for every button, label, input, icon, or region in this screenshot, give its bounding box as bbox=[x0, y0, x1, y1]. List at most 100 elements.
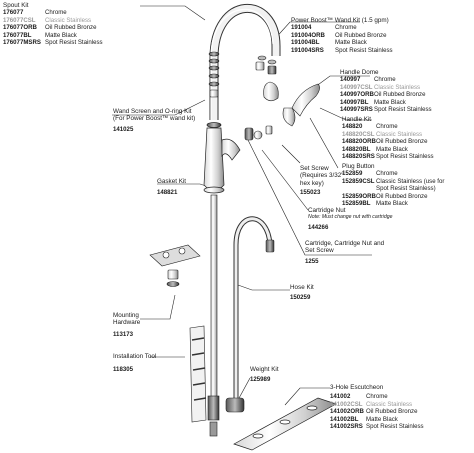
part-row: 191004 Chrome bbox=[291, 24, 393, 31]
part-finish: Matte Black bbox=[45, 31, 77, 39]
set-screw-title-3: hex key) bbox=[300, 179, 324, 187]
leader-hose bbox=[237, 284, 290, 291]
part-number: 141002 bbox=[330, 393, 351, 401]
part-finish: Spot Resist Stainless bbox=[366, 423, 424, 431]
part-number: 141002BL bbox=[330, 415, 359, 423]
part-row: 148820CSLClassic Stainless bbox=[342, 131, 434, 138]
part-number: 152859 bbox=[342, 170, 363, 178]
cartridge-nut-note: Note: Must change nut with cartridge bbox=[308, 214, 393, 221]
hose-kit-label: Hose Kit 150259 bbox=[290, 284, 314, 302]
set-screw-title-2: (Requires 3/32" bbox=[300, 172, 344, 180]
install-tool-number: 118305 bbox=[113, 366, 133, 374]
part-number: 152859BL bbox=[342, 200, 371, 208]
leader-cartridge bbox=[247, 139, 372, 256]
part-finish: Matte Black bbox=[374, 98, 406, 106]
part-finish: Chrome bbox=[374, 76, 396, 84]
faucet-body bbox=[203, 122, 241, 194]
part-number: 152859ORB bbox=[342, 192, 376, 200]
mounting-hardware-label: Mounting Hardware 113173 bbox=[113, 312, 140, 338]
leader-handle-kit bbox=[319, 107, 372, 121]
part-number: 176077MSRS bbox=[3, 39, 41, 47]
part-number: 140997CSL bbox=[340, 83, 373, 91]
part-finish: Spot Resist Stainless bbox=[45, 39, 103, 47]
leader-set-screw bbox=[281, 144, 301, 164]
part-number: 176077BL bbox=[3, 31, 32, 39]
weight-kit-title: Weight Kit bbox=[250, 366, 279, 373]
part-row: 140997 Chrome bbox=[340, 76, 432, 83]
part-row: 191004SRS Spot Resist Stainless bbox=[291, 47, 393, 54]
part-finish: Matte Black bbox=[376, 200, 408, 208]
part-finish: Oil Rubbed Bronze bbox=[366, 408, 418, 416]
part-number: 140997ORB bbox=[340, 91, 374, 99]
leader-escutcheon bbox=[284, 387, 330, 406]
leader-spout bbox=[140, 5, 206, 21]
escutcheon-title: 3-Hole Escutcheon bbox=[330, 384, 384, 391]
leader-plug bbox=[309, 117, 339, 169]
spout-kit-title: Spout Kit bbox=[3, 2, 29, 9]
part-number: 176077ORB bbox=[3, 24, 37, 32]
wand-part bbox=[255, 55, 277, 75]
gasket-kit-number: 148821 bbox=[157, 189, 178, 197]
handle-kit-title: Handle Kit bbox=[342, 116, 372, 123]
cartridge-kit-number: 1255 bbox=[305, 257, 319, 265]
part-row: 152859BL Matte Black bbox=[342, 200, 444, 207]
part-number: 191004ORB bbox=[291, 31, 325, 39]
part-finish: Oil Rubbed Bronze bbox=[45, 24, 97, 32]
set-screw-title-1: Set Screw bbox=[300, 165, 329, 172]
wand-screen-label: Wand Screen and O-ring Kit (For Power Bo… bbox=[113, 108, 195, 133]
cartridge-kit-label: Cartridge, Cartridge Nut and Set Screw 1… bbox=[305, 240, 384, 265]
installation-tool-part bbox=[189, 325, 207, 423]
cartridge-kit-title-2: Set Screw bbox=[305, 247, 334, 255]
part-number: 148820 bbox=[342, 123, 363, 131]
gasket-kit-label: Gasket Kit 148821 bbox=[157, 178, 186, 197]
part-finish: Matte Black bbox=[335, 39, 367, 47]
part-finish: Chrome bbox=[335, 24, 357, 32]
part-number: 140997SRS bbox=[340, 106, 373, 114]
part-number: 141002CSL bbox=[330, 400, 363, 408]
part-row: 140997ORBOil Rubbed Bronze bbox=[340, 91, 432, 98]
part-finish: Spot Resist Stainless bbox=[374, 106, 432, 114]
part-number: 191004 bbox=[291, 24, 312, 32]
part-number: 140997BL bbox=[340, 98, 369, 106]
spout-part bbox=[209, 4, 281, 120]
shank-rod bbox=[207, 194, 220, 437]
part-row: 176077BL Matte Black bbox=[3, 32, 103, 39]
part-row: 176077MSRS Spot Resist Stainless bbox=[3, 39, 103, 46]
hose-kit-number: 150259 bbox=[290, 294, 311, 302]
part-finish: Chrome bbox=[45, 9, 67, 17]
part-finish: Spot Resist Stainless bbox=[376, 153, 434, 161]
part-finish: Chrome bbox=[366, 393, 388, 401]
set-screw-number: 155023 bbox=[300, 189, 321, 197]
part-finish: Classic Stainless bbox=[374, 83, 421, 91]
escutcheon-part bbox=[233, 397, 337, 451]
install-tool-title: Installation Tool bbox=[113, 353, 157, 360]
part-number: 191004SRS bbox=[291, 46, 324, 54]
cartridge-nut-title: Cartridge Nut bbox=[308, 207, 346, 214]
part-row: 140997SRSSpot Resist Stainless bbox=[340, 106, 432, 113]
hose-kit-title: Hose Kit bbox=[290, 284, 314, 291]
leader-mounting bbox=[140, 294, 176, 320]
part-finish: Spot Resist Stainless bbox=[335, 46, 393, 54]
cartridge-nut-number: 144266 bbox=[308, 223, 329, 231]
part-finish: Classic Stainless (use for bbox=[376, 177, 445, 185]
part-number: 141002SRS bbox=[330, 423, 363, 431]
mounting-number: 113173 bbox=[113, 330, 133, 338]
part-finish: Classic Stainless bbox=[376, 130, 423, 138]
part-number: 176077CSL bbox=[3, 16, 36, 24]
part-number: 140997 bbox=[340, 76, 361, 84]
